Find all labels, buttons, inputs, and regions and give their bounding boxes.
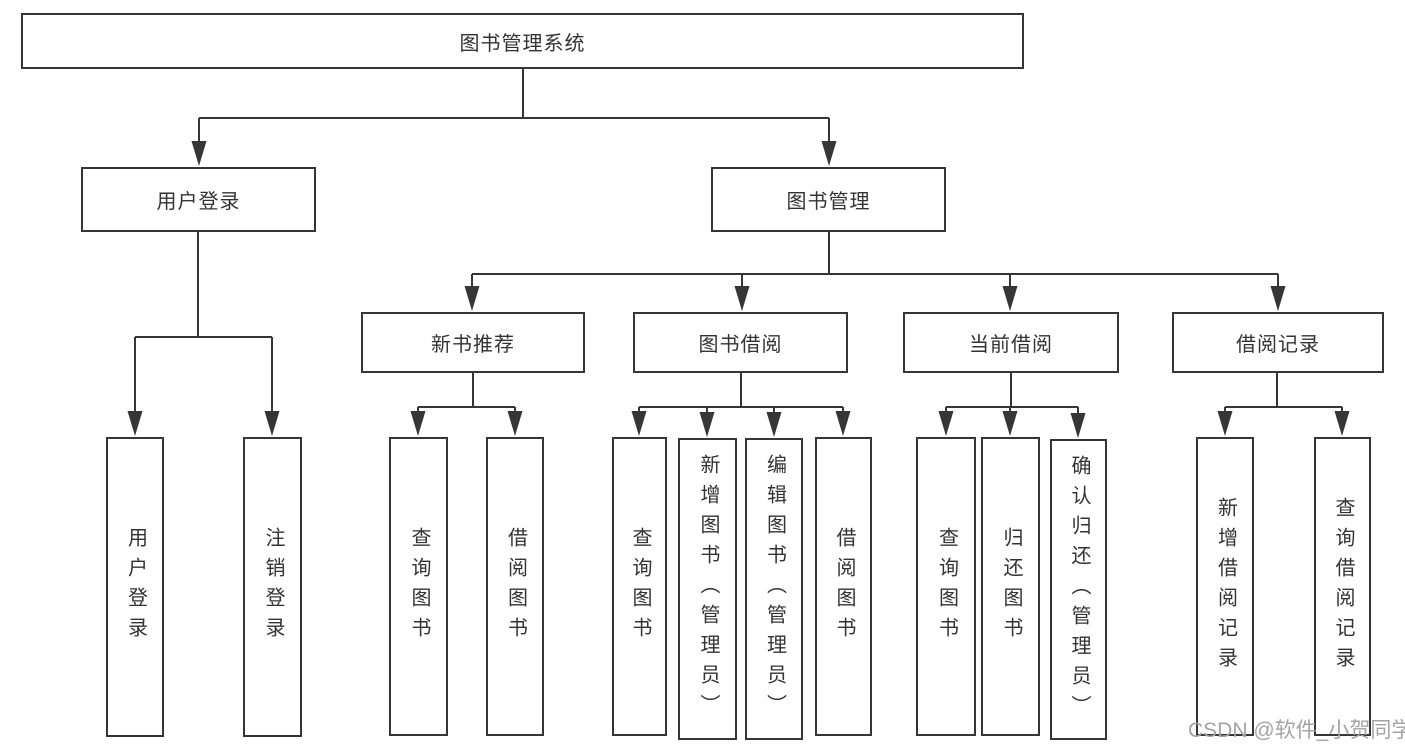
node-root-label: 图书管理系统 xyxy=(459,32,586,55)
node-book-mgmt: 图书管理 xyxy=(711,167,946,232)
leaf-logout: 注销登录 xyxy=(243,437,302,737)
leaf-current-query-book: 查询图书 xyxy=(916,437,976,736)
leaf-add-borrow-record: 新增借阅记录 xyxy=(1196,437,1254,736)
node-root: 图书管理系统 xyxy=(21,13,1024,69)
leaf-add-borrow-record-label: 新增借阅记录 xyxy=(1214,496,1237,677)
csdn-watermark: CSDN @软件_小贺同学 xyxy=(1188,719,1405,742)
leaf-user-login: 用户登录 xyxy=(106,437,164,737)
leaf-query-borrow-record-label: 查询借阅记录 xyxy=(1332,496,1354,677)
leaf-rec-borrow-book-label: 借阅图书 xyxy=(504,526,527,647)
leaf-add-book-admin-label: 新增图书（管理员） xyxy=(697,454,719,724)
node-book-mgmt-label: 图书管理 xyxy=(786,191,871,213)
node-book-borrow: 图书借阅 xyxy=(633,312,848,373)
leaf-return-book: 归还图书 xyxy=(981,437,1040,736)
node-current-borrow: 当前借阅 xyxy=(903,312,1119,373)
leaf-add-book-admin: 新增图书（管理员） xyxy=(678,438,737,740)
node-borrow-records-label: 借阅记录 xyxy=(1236,334,1320,356)
leaf-borrow-query-book-label: 查询图书 xyxy=(629,526,651,647)
leaf-confirm-return-admin-label: 确认归还（管理员） xyxy=(1068,454,1090,725)
arrowheads xyxy=(127,141,1350,438)
leaf-user-login-label: 用户登录 xyxy=(124,527,147,647)
leaf-current-query-book-label: 查询图书 xyxy=(935,526,958,647)
leaf-rec-query-book: 查询图书 xyxy=(389,437,448,736)
leaf-edit-book-admin-label: 编辑图书（管理员） xyxy=(763,454,786,724)
leaf-edit-book-admin: 编辑图书（管理员） xyxy=(745,438,803,740)
node-user-login: 用户登录 xyxy=(81,167,316,232)
node-borrow-records: 借阅记录 xyxy=(1172,312,1384,373)
leaf-borrow-borrow-book: 借阅图书 xyxy=(815,437,872,736)
leaf-borrow-query-book: 查询图书 xyxy=(612,437,667,736)
leaf-query-borrow-record: 查询借阅记录 xyxy=(1314,437,1371,736)
leaf-logout-label: 注销登录 xyxy=(262,527,284,647)
leaf-borrow-borrow-book-label: 借阅图书 xyxy=(833,526,855,647)
node-new-book-rec-label: 新书推荐 xyxy=(431,334,515,356)
leaf-rec-borrow-book: 借阅图书 xyxy=(486,437,544,736)
leaf-rec-query-book-label: 查询图书 xyxy=(408,526,430,647)
leaf-confirm-return-admin: 确认归还（管理员） xyxy=(1050,439,1107,740)
node-current-borrow-label: 当前借阅 xyxy=(969,334,1053,356)
node-book-borrow-label: 图书借阅 xyxy=(698,334,783,356)
node-user-login-label: 用户登录 xyxy=(156,191,241,213)
leaf-return-book-label: 归还图书 xyxy=(1000,526,1022,647)
node-new-book-rec: 新书推荐 xyxy=(361,312,585,373)
